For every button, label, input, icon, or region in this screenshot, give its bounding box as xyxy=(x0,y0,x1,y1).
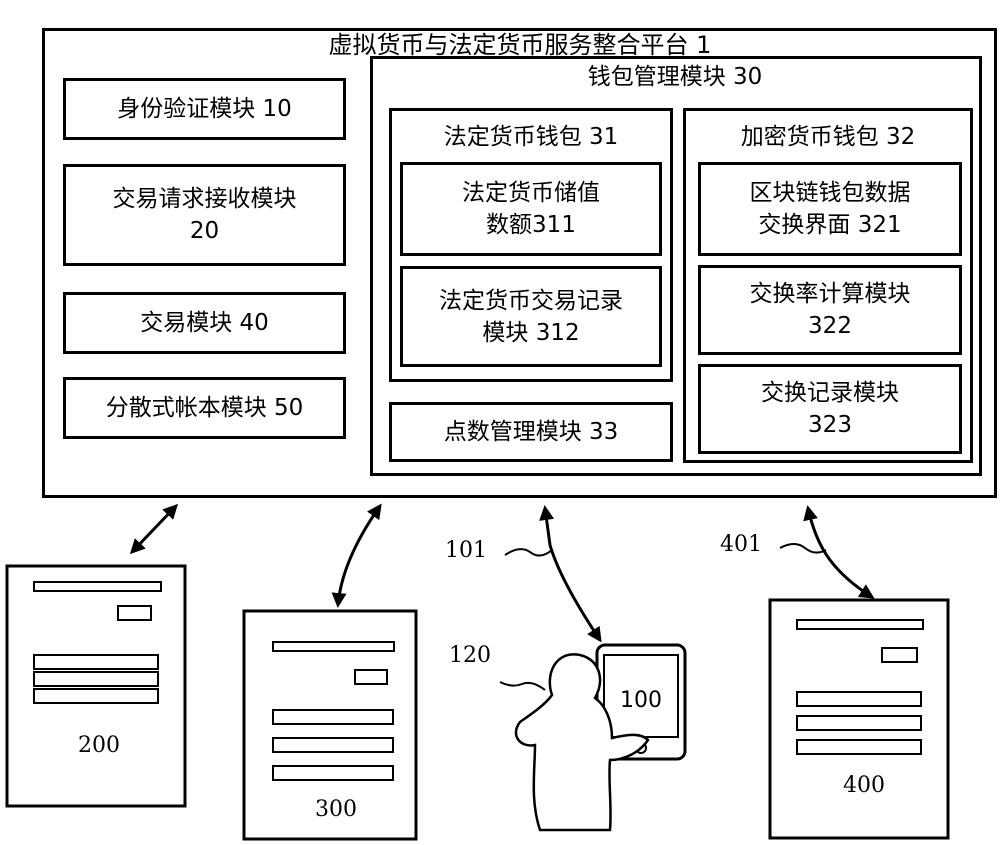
module-identity-verification-label: 身份验证模块 10 xyxy=(117,96,292,122)
squiggle-401 xyxy=(779,543,827,554)
module-distributed-ledger: 分散式帐本模块 50 xyxy=(63,377,346,439)
device-300-bar xyxy=(272,641,395,652)
label-300: 300 xyxy=(315,797,357,822)
exchange-record-line2: 323 xyxy=(808,412,852,438)
device-300-row2 xyxy=(272,737,394,753)
arrow-400 xyxy=(803,505,875,599)
device-300-row3 xyxy=(272,765,394,781)
module-transaction-request: 交易请求接收模块 20 xyxy=(63,164,346,266)
person-120 xyxy=(514,653,650,832)
device-400-row1 xyxy=(796,691,922,707)
device-200-row3 xyxy=(33,688,159,704)
label-101: 101 xyxy=(445,538,487,563)
blockchain-interface-box: 区块链钱包数据 交换界面 321 xyxy=(698,162,962,256)
blockchain-interface-line1: 区块链钱包数据 xyxy=(749,180,911,206)
label-120: 120 xyxy=(449,643,491,668)
device-200-btn xyxy=(117,605,152,621)
device-200-row2 xyxy=(33,671,159,687)
exchange-rate-box: 交换率计算模块 322 xyxy=(698,265,962,355)
label-200: 200 xyxy=(78,733,120,758)
fiat-transaction-record-line2: 模块 312 xyxy=(482,319,580,346)
module-distributed-ledger-label: 分散式帐本模块 50 xyxy=(105,395,304,421)
arrow-100 xyxy=(539,505,602,643)
squiggle-101 xyxy=(504,548,553,557)
module-transaction-request-label: 交易请求接收模块 xyxy=(112,186,297,212)
fiat-balance-line1: 法定货币储值 xyxy=(462,180,600,206)
points-mgmt-label: 点数管理模块 33 xyxy=(443,419,619,445)
label-100: 100 xyxy=(620,688,662,713)
module-transaction: 交易模块 40 xyxy=(63,292,346,354)
module-identity-verification: 身份验证模块 10 xyxy=(63,78,346,140)
fiat-balance-box: 法定货币储值 数额311 xyxy=(400,162,662,256)
fiat-transaction-record-line1: 法定货币交易记录 xyxy=(439,287,623,314)
exchange-rate-line1: 交换率计算模块 xyxy=(749,281,911,307)
fiat-balance-line2: 数额311 xyxy=(486,212,576,238)
device-200-bar xyxy=(33,581,162,592)
wallet-mgmt-title: 钱包管理模块 30 xyxy=(587,64,763,90)
fiat-transaction-record-box: 法定货币交易记录 模块 312 xyxy=(400,266,662,367)
exchange-record-line1: 交换记录模块 xyxy=(761,380,899,406)
points-mgmt-box: 点数管理模块 33 xyxy=(389,402,673,462)
squiggle-120 xyxy=(499,681,546,691)
device-300-row1 xyxy=(272,709,394,725)
arrow-200 xyxy=(129,503,179,555)
module-transaction-label: 交易模块 40 xyxy=(140,310,269,336)
exchange-rate-line2: 322 xyxy=(808,313,852,339)
fiat-wallet-title: 法定货币钱包 31 xyxy=(443,124,619,150)
device-200-row1 xyxy=(33,654,159,670)
device-400-row3 xyxy=(796,739,922,755)
platform-title: 虚拟货币与法定货币服务整合平台 1 xyxy=(328,31,712,59)
device-300-btn xyxy=(354,669,388,685)
module-transaction-request-number: 20 xyxy=(189,218,220,244)
crypto-wallet-title: 加密货币钱包 32 xyxy=(740,124,916,150)
arrow-300 xyxy=(331,503,382,608)
blockchain-interface-line2: 交换界面 321 xyxy=(758,212,902,238)
exchange-record-box: 交换记录模块 323 xyxy=(698,364,962,454)
label-401: 401 xyxy=(720,532,762,557)
device-400-btn xyxy=(881,647,918,663)
device-400-row2 xyxy=(796,715,922,731)
label-400: 400 xyxy=(843,773,885,798)
device-400-bar xyxy=(796,619,924,630)
